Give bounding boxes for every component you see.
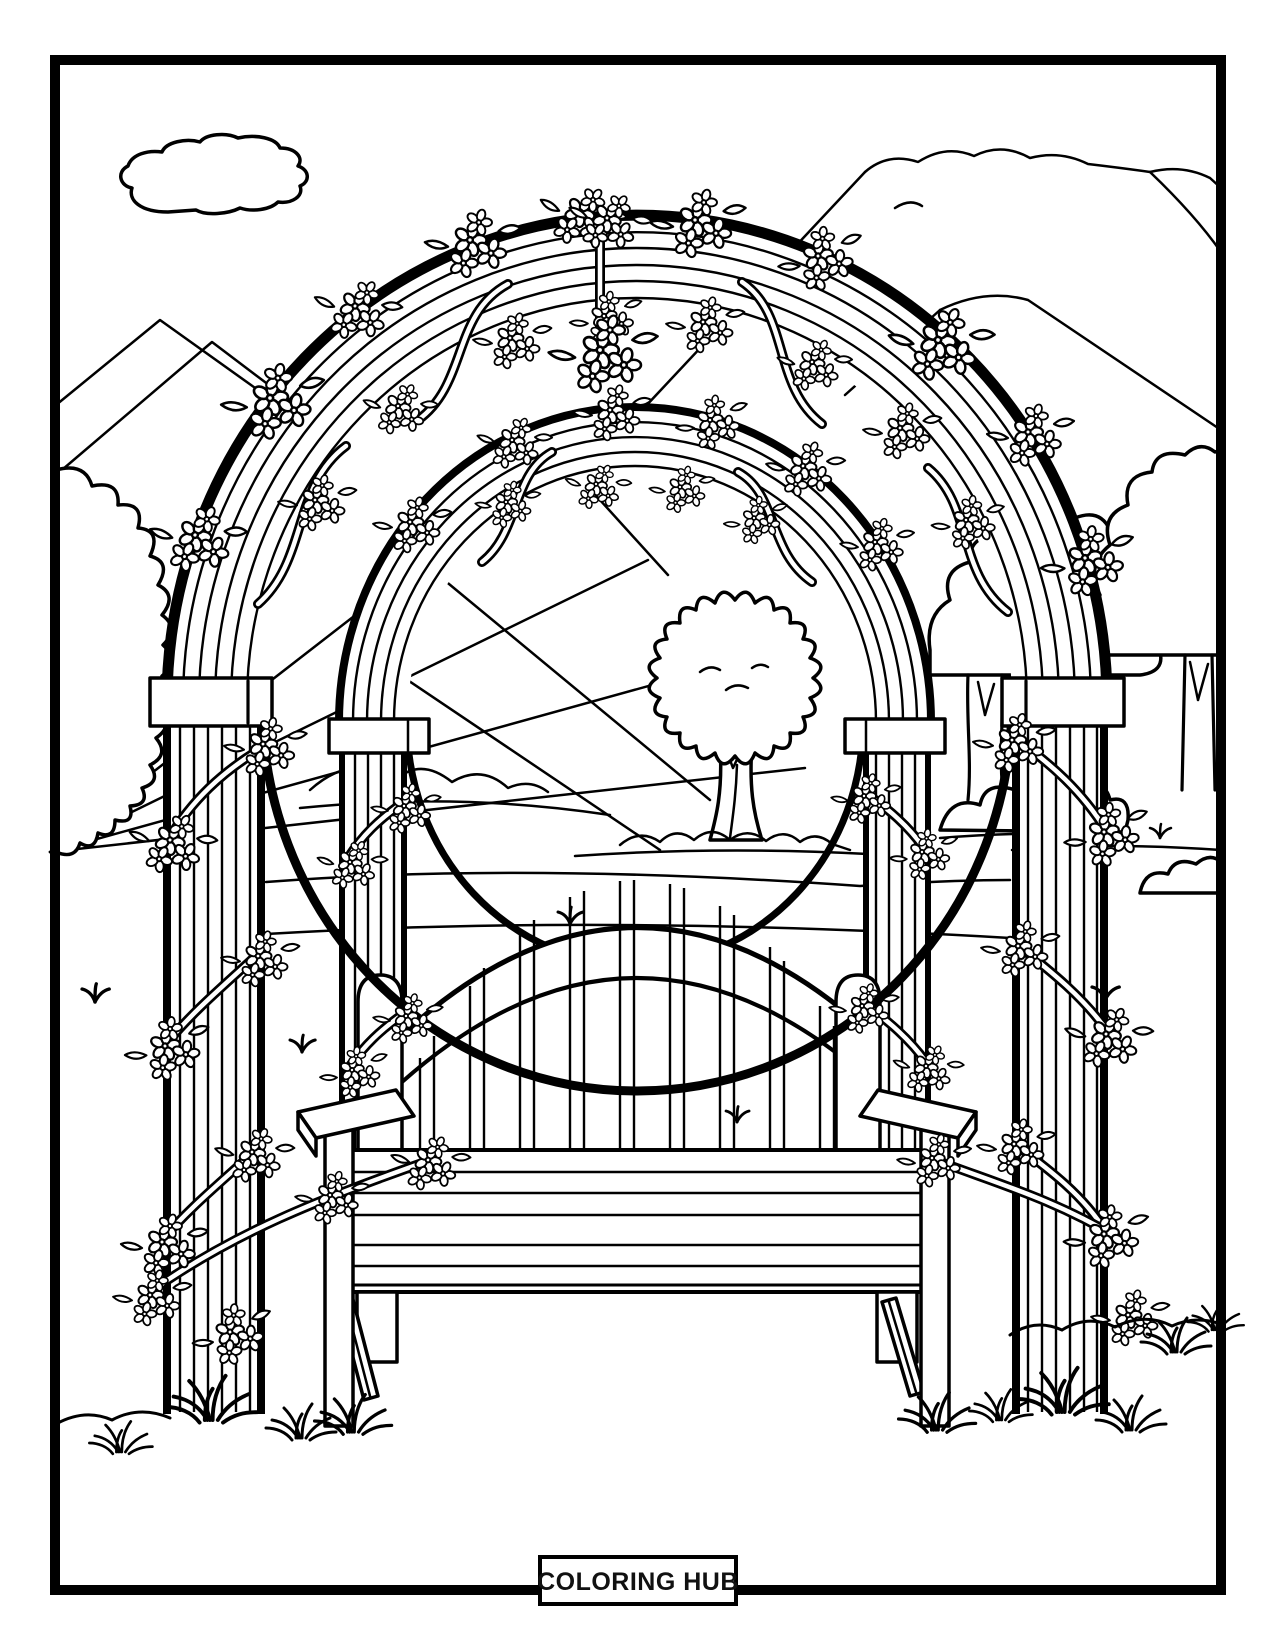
inner-arch-capitals <box>327 717 947 755</box>
outer-arch-capitals <box>148 676 1126 728</box>
tree-base-bushes <box>618 830 852 852</box>
footer-brand-label: COLORING HUB <box>537 1568 739 1596</box>
cloud <box>119 132 309 216</box>
bench-back-slats <box>418 880 836 1160</box>
left-bush <box>54 466 173 857</box>
sky-background <box>48 132 1223 940</box>
tree-canopy <box>647 590 823 766</box>
grass-tufts <box>54 822 1246 1456</box>
bench-rear-legs <box>336 1290 926 1402</box>
tree-canopy <box>1086 445 1223 657</box>
central-tree <box>573 590 870 858</box>
bush-corner <box>1138 855 1223 895</box>
bench-back-rail <box>400 925 874 1084</box>
footer-brand-box: COLORING HUB <box>537 1555 739 1606</box>
